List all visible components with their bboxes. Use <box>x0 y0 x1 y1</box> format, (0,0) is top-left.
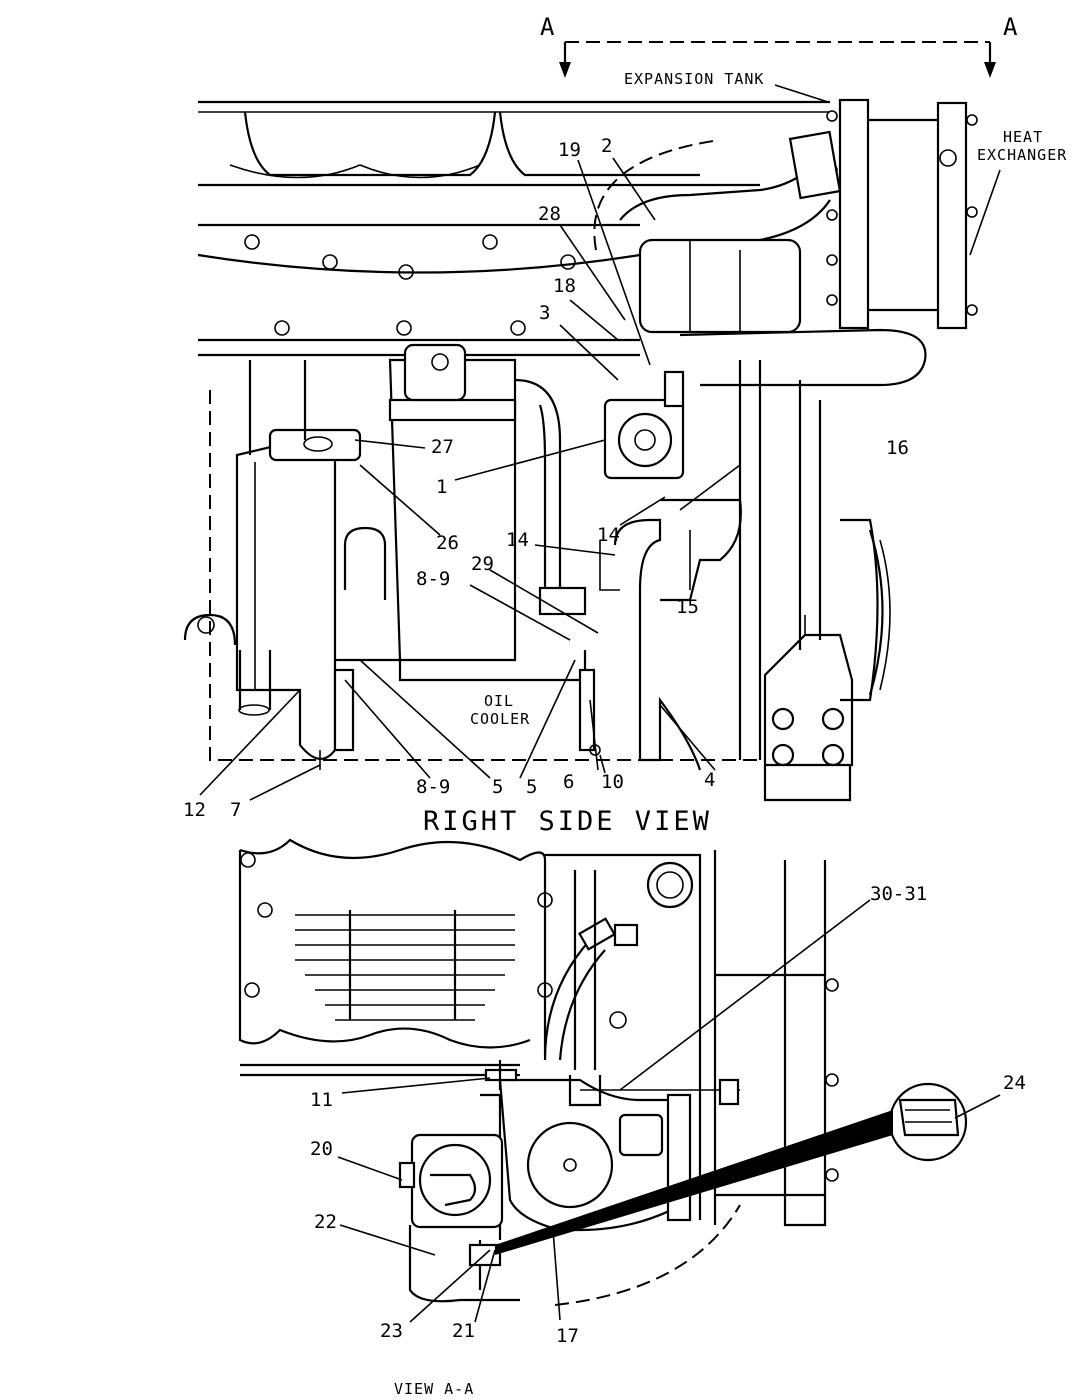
exchanger-note: EXCHANGER <box>977 146 1067 164</box>
callout-5-left: 5 <box>492 776 503 798</box>
heat-note: HEAT <box>1003 128 1043 146</box>
callout-28: 28 <box>538 203 561 225</box>
right-side-view-drawing <box>183 98 978 802</box>
callout-21: 21 <box>452 1320 475 1342</box>
callout-3: 3 <box>539 302 550 324</box>
cooler-note: COOLER <box>470 710 530 728</box>
callout-5-right: 5 <box>526 776 537 798</box>
callout-2: 2 <box>601 135 612 157</box>
callout-18: 18 <box>553 275 576 297</box>
callout-12: 12 <box>183 799 206 821</box>
callout-16: 16 <box>886 437 909 459</box>
callout-29: 29 <box>471 553 494 575</box>
view-a-a-title: VIEW A-A <box>394 1380 474 1398</box>
callout-8-9-lower: 8-9 <box>416 776 450 798</box>
callout-14-left: 14 <box>506 529 529 551</box>
right-side-view-title: RIGHT SIDE VIEW <box>423 806 712 837</box>
callout-1: 1 <box>436 476 447 498</box>
callout-20: 20 <box>310 1138 333 1160</box>
callout-19: 19 <box>558 139 581 161</box>
expansion-tank-note: EXPANSION TANK <box>624 70 764 88</box>
callout-30-31: 30-31 <box>870 883 927 905</box>
callout-7: 7 <box>230 799 241 821</box>
callout-22: 22 <box>314 1211 337 1233</box>
callout-15: 15 <box>676 596 699 618</box>
callout-17: 17 <box>556 1325 579 1347</box>
callout-6: 6 <box>563 771 574 793</box>
section-marker-left: A <box>540 13 555 41</box>
callout-8-9-upper: 8-9 <box>416 568 450 590</box>
section-marker-right: A <box>1003 13 1018 41</box>
callout-labels: 19 2 28 18 3 27 1 16 26 14 14 29 8-9 15 … <box>183 135 1026 1347</box>
callout-14-right: 14 <box>597 524 620 546</box>
section-line-a-a: A A <box>540 13 1018 78</box>
callout-11: 11 <box>310 1089 333 1111</box>
oil-note: OIL <box>484 692 514 710</box>
callout-10: 10 <box>601 771 624 793</box>
callout-24: 24 <box>1003 1072 1026 1094</box>
view-a-a-drawing <box>238 838 968 1306</box>
leader-lines <box>199 84 1001 1323</box>
callout-26: 26 <box>436 532 459 554</box>
callout-23: 23 <box>380 1320 403 1342</box>
callout-27: 27 <box>431 436 454 458</box>
callout-4: 4 <box>704 769 715 791</box>
